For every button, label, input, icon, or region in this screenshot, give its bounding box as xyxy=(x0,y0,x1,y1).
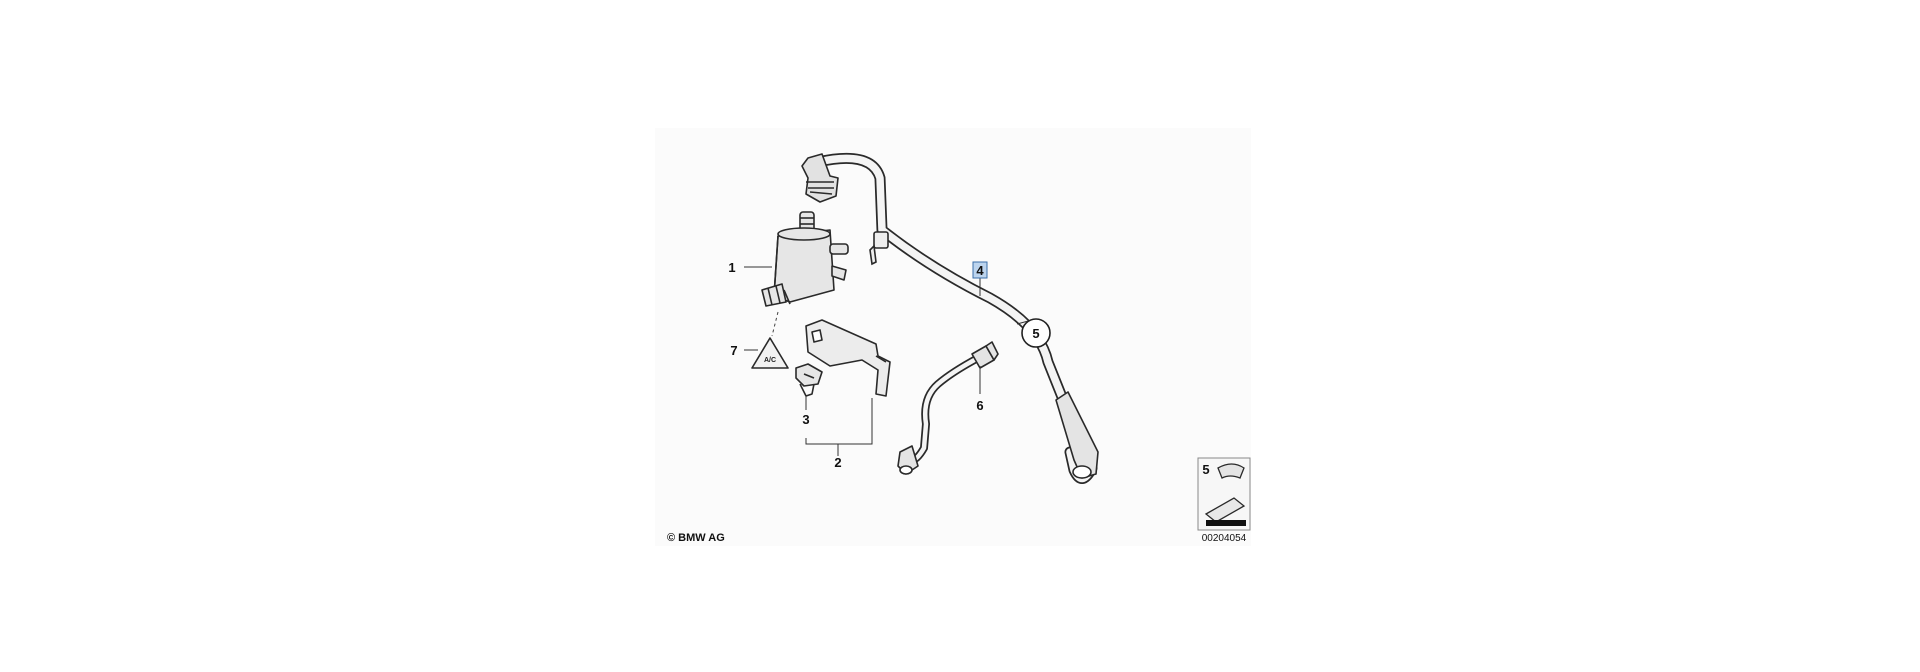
warning-label-text: A/C xyxy=(764,357,776,364)
part-1-valve[interactable] xyxy=(761,211,849,307)
callout-4[interactable]: 4 xyxy=(976,263,984,278)
callout-2[interactable]: 2 xyxy=(834,455,841,470)
legend-arrow-icon xyxy=(1204,497,1246,523)
part-7-warning-label[interactable]: A/C xyxy=(751,337,789,369)
part-4-connector[interactable] xyxy=(801,153,839,203)
legend-clip-icon xyxy=(1217,463,1245,479)
diagram-panel xyxy=(655,128,1251,546)
callout-3[interactable]: 3 xyxy=(802,412,809,427)
callout-7[interactable]: 7 xyxy=(730,343,737,358)
part-4-sleeve xyxy=(1055,391,1099,479)
leader-7-dashed xyxy=(771,311,779,337)
part-6-fittings xyxy=(897,341,999,475)
legend-number: 5 xyxy=(1202,462,1209,477)
callout-5[interactable]: 5 xyxy=(1032,326,1039,341)
part-3-clip[interactable] xyxy=(795,363,823,397)
copyright: © BMW AG xyxy=(667,532,725,544)
callout-5-circle xyxy=(1021,318,1051,348)
callout-4-highlight xyxy=(972,261,988,279)
part-6-hose[interactable] xyxy=(906,354,982,465)
image-number: 00204054 xyxy=(1202,533,1247,544)
part-2-bracket[interactable] xyxy=(805,319,891,397)
symbol-legend-box xyxy=(1197,457,1251,531)
callout-6[interactable]: 6 xyxy=(976,398,983,413)
legend-base-bar xyxy=(1206,520,1246,526)
callout-1[interactable]: 1 xyxy=(728,260,735,275)
part-4-tee xyxy=(869,231,889,266)
